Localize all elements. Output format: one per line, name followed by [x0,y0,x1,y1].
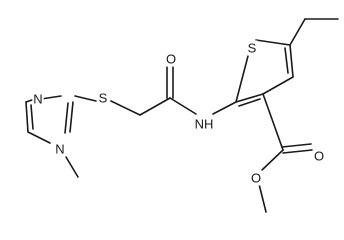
bond-c3-c2-thiophene-double [238,98,261,107]
bond-ch2-carbonyl [139,97,171,116]
atom-label-background [164,51,178,67]
atom-label-background [312,148,326,164]
bond-c2-s-thioether [74,95,97,102]
bond-n1-c5-imidazole [27,131,51,144]
bonds [25,18,339,213]
molecule-structure-diagram: N N S O NH S O O [25,18,339,213]
atom-label-background [54,141,66,157]
atom-label-imidazole-n3: N [33,92,42,107]
bond-nh-thiophene-c2 [212,101,237,115]
bond-s-c5-thiophene [255,39,291,46]
atom-label-amide-o: O [166,52,176,67]
bond-ester-o-methyl [258,183,267,213]
atom-label-background [249,170,263,186]
bond-c5-c4-imidazole [25,101,29,133]
atom-label-thiophene-s: S [248,41,257,56]
bond-c5-c4-thiophene [289,44,294,78]
atom-labels: N N S O NH S O O [32,40,326,186]
atom-label-amide-nh: NH [195,117,214,132]
bond-c3-c2-thiophene [235,93,264,103]
bond-ester-carbonyl-o [282,149,313,154]
bond-n-methyl [65,156,79,178]
bond-ester-ether-o [261,149,284,171]
bond-c2-n1-imidazole-double [69,101,74,133]
bond-c3-ester-carbon [262,93,284,151]
bond-c5-c4-imidazole-double [30,104,34,130]
atom-label-background [97,90,109,106]
atom-label-thioether-s: S [99,91,108,106]
bond-ester-carbonyl-o-double [281,143,312,148]
bond-n3-c2-imidazole [40,95,62,100]
bond-c2-s-thiophene [235,55,249,103]
atom-label-ester-ether-o: O [251,171,261,186]
atom-label-background [246,40,258,56]
bond-s-ch2 [110,100,141,116]
atom-label-ester-carbonyl-o: O [314,149,324,164]
atom-label-imidazole-n1: N [55,142,64,157]
bond-c4-c3-thiophene [262,76,294,95]
atom-label-background [193,116,215,132]
bond-c2-n1-imidazole [64,102,69,134]
bond-c5-ethyl-ch2 [289,18,306,46]
atom-label-background [32,91,44,107]
bond-carbonyl-nh [169,97,197,115]
bond-c5-c4-thiophene-double [284,47,289,74]
